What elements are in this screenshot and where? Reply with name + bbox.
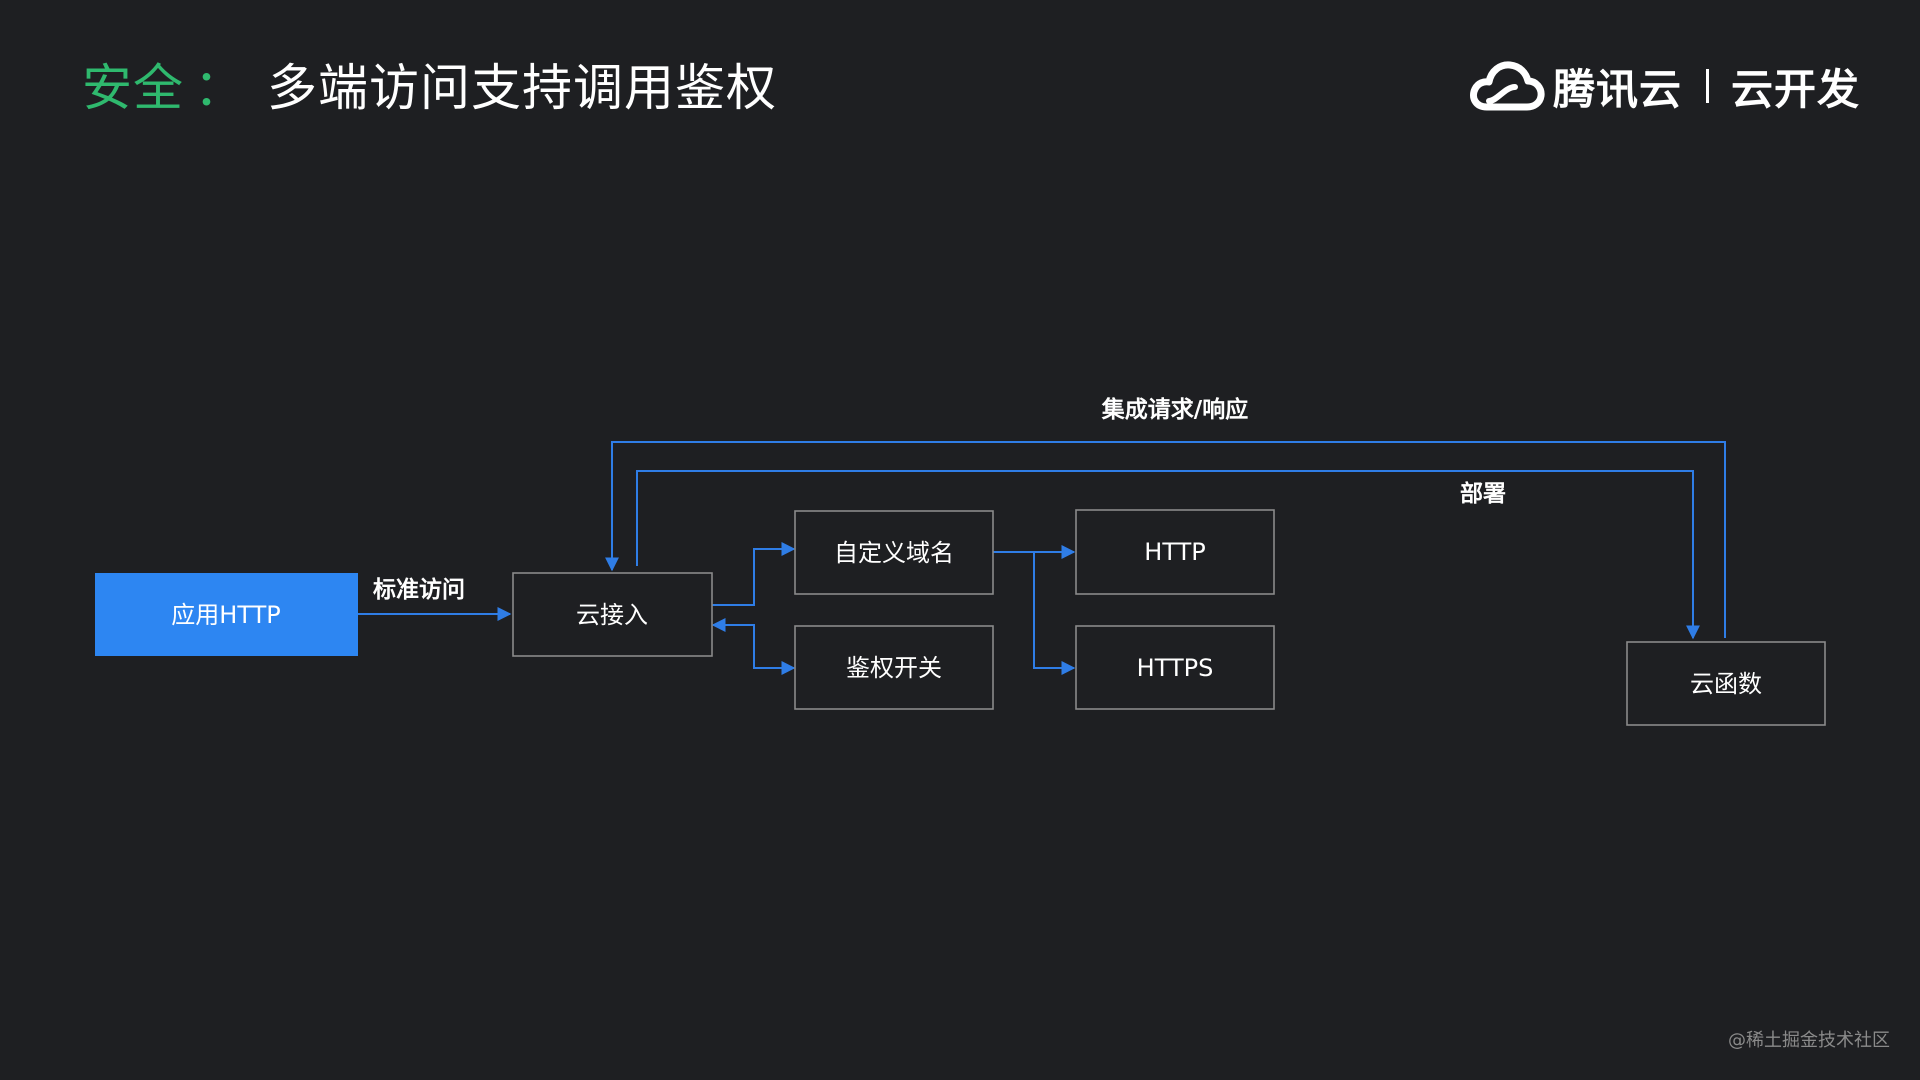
node-http-label: HTTP — [1144, 538, 1205, 566]
tencent-cloud-logo-icon — [1469, 61, 1545, 111]
brand-divider — [1705, 69, 1709, 103]
node-cloud-function: 云函数 — [1626, 641, 1826, 726]
node-https-label: HTTPS — [1137, 654, 1214, 682]
title-prefix: 安全 — [82, 59, 184, 117]
brand-logo: 腾讯云 云开发 — [1467, 56, 1860, 116]
node-custom-domain: 自定义域名 — [794, 510, 994, 595]
node-app-http-label: 应用HTTP — [171, 601, 280, 629]
node-custom-domain-label: 自定义域名 — [834, 539, 954, 567]
node-cloud-access: 云接入 — [512, 572, 713, 657]
node-cloud-access-label: 云接入 — [576, 601, 648, 629]
edge-label-deploy: 部署 — [1460, 480, 1506, 507]
node-https: HTTPS — [1075, 625, 1275, 710]
edge-label-integrated-request-response: 集成请求/响应 — [1101, 396, 1248, 423]
node-auth-switch: 鉴权开关 — [794, 625, 994, 710]
node-cloud-function-label: 云函数 — [1690, 670, 1762, 698]
node-app-http: 应用HTTP — [95, 573, 358, 656]
edge-domain-to-https — [1033, 552, 1076, 675]
title-separator: ： — [194, 59, 245, 117]
brand-product: 云开发 — [1730, 64, 1860, 114]
edge-integrated-request-response — [605, 441, 1726, 638]
brand-name: 腾讯云 — [1552, 64, 1682, 114]
node-auth-switch-label: 鉴权开关 — [846, 654, 942, 682]
edge-label-standard-access: 标准访问 — [373, 577, 465, 603]
edge-access-to-domain — [712, 542, 796, 606]
watermark: @稀土掘金技术社区 — [1728, 1030, 1890, 1051]
title-main: 多端访问支持调用鉴权 — [267, 59, 777, 117]
page-title: 安全： 多端访问支持调用鉴权 — [82, 52, 777, 124]
edge-deploy — [636, 470, 1700, 640]
node-http: HTTP — [1075, 509, 1275, 595]
edge-access-auth — [711, 618, 796, 675]
